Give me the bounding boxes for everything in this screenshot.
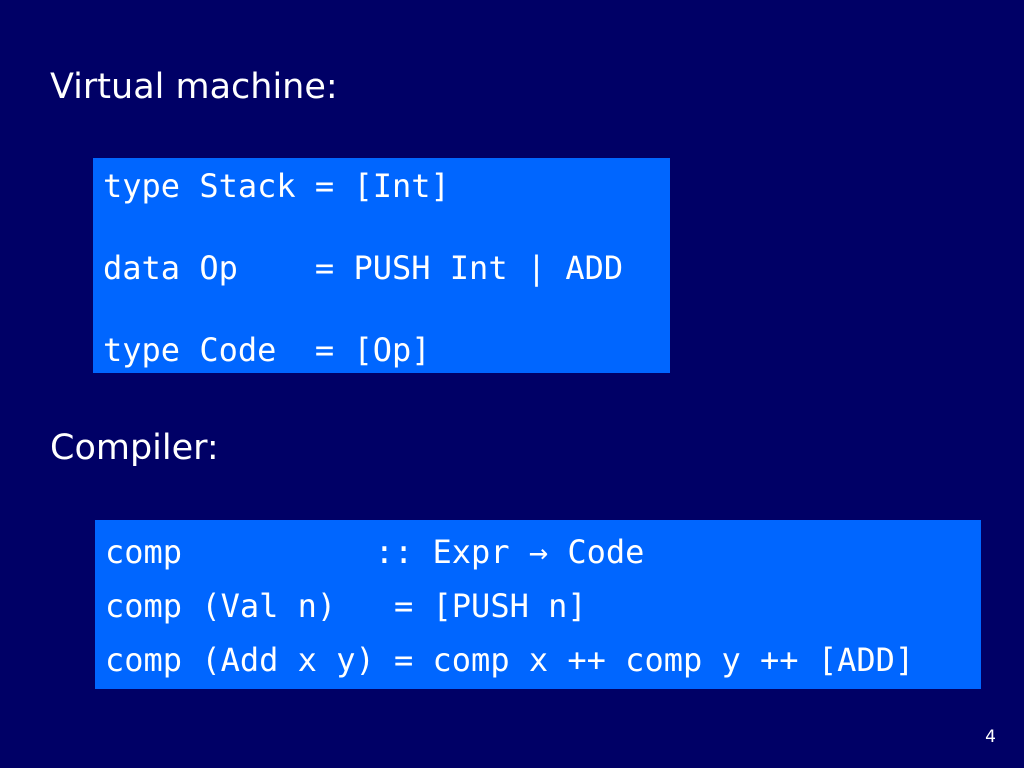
heading-compiler: Compiler: (50, 428, 219, 468)
vm-code-block: type Stack = [Int] data Op = PUSH Int | … (93, 158, 670, 373)
code-line: comp (Val n) = [PUSH n] (105, 587, 587, 625)
heading-virtual-machine: Virtual machine: (50, 67, 338, 107)
code-line: comp :: Expr → Code (105, 533, 645, 571)
compiler-code-block: comp :: Expr → Code comp (Val n) = [PUSH… (95, 520, 981, 689)
code-line: type Stack = [Int] (103, 167, 450, 205)
page-number: 4 (985, 727, 996, 747)
code-line: type Code = [Op] (103, 331, 431, 369)
code-line: comp (Add x y) = comp x ++ comp y ++ [AD… (105, 641, 915, 679)
code-line: data Op = PUSH Int | ADD (103, 249, 624, 287)
